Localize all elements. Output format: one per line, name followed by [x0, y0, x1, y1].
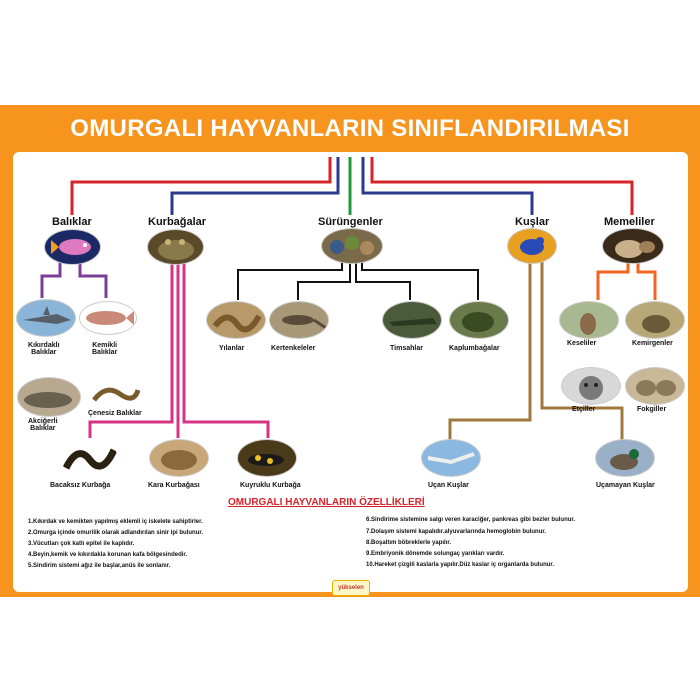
shark-photo: [17, 300, 75, 336]
feature-item: 5.Sindirim sistemi ağız ile başlar,anüs …: [28, 563, 171, 569]
turtle-photo: [450, 302, 508, 338]
lungfish-photo: [18, 378, 80, 416]
feature-item: 10.Hareket çizgili kaslarla yapılır.Düz …: [366, 562, 555, 568]
label-kertenkeleler: Kertenkeleler: [271, 345, 316, 352]
connector-bird-2: [540, 262, 624, 440]
toad-photo: [150, 440, 208, 476]
connector-fish-left: [40, 262, 62, 298]
label-kuslar: Kuşlar: [515, 216, 550, 228]
connector-rep-c: [355, 262, 411, 300]
connector-mam-2: [636, 262, 657, 300]
label-timsahlar: Timsahlar: [390, 345, 423, 352]
kangaroo-photo: [560, 302, 618, 338]
bird-photo: [508, 229, 556, 263]
label-ucan: Uçan Kuşlar: [428, 482, 469, 489]
connector-kurbagalar: [170, 157, 340, 215]
feature-item: 2.Omurga içinde omurilik olarak adlandır…: [28, 530, 204, 536]
connector-rep-a: [237, 262, 343, 300]
label-cenesiz: Çenesiz Balıklar: [88, 410, 142, 417]
label-memeliler: Memeliler: [604, 216, 655, 228]
connector-baliklar: [70, 157, 332, 215]
salamander-photo: [238, 440, 296, 476]
snake-photo: [207, 302, 265, 338]
features-title: OMURGALI HAYVANLARIN ÖZELLİKLERİ: [228, 497, 425, 508]
connector-rep-d: [361, 262, 479, 300]
reptiles-photo: [322, 229, 382, 263]
label-bacaksiz: Bacaksız Kurbağa: [50, 482, 111, 489]
connector-amph-1: [88, 262, 174, 438]
crocodile-photo: [383, 302, 441, 338]
connector-rep-b: [297, 262, 351, 300]
feature-item: 1.Kıkırdak ve kemikten yapılmış eklemli …: [28, 519, 203, 525]
feature-item: 4.Beyin,kemik ve kıkırdakla korunan kafa…: [28, 552, 188, 558]
publisher-logo: yükselen: [332, 580, 370, 596]
rodent-photo: [626, 302, 684, 338]
label-kaplumbagalar: Kaplumbağalar: [449, 345, 500, 352]
connector-amph-3: [182, 262, 270, 438]
label-etciller: Etçiller: [572, 406, 596, 413]
fish-photo: [45, 230, 100, 264]
label-ucamayan: Uçamayan Kuşlar: [596, 482, 655, 489]
label-baliklar: Balıklar: [52, 216, 92, 228]
feature-item: 8.Boşaltım böbreklerle yapılır.: [366, 540, 452, 546]
label-fokgiller: Fokgiller: [637, 406, 667, 413]
label-kara: Kara Kurbağası: [148, 482, 200, 489]
connector-fish-right: [78, 262, 108, 298]
connector-mam-1: [596, 262, 630, 300]
connector-memeliler: [370, 157, 634, 215]
seal-photo: [626, 368, 684, 404]
lamprey-photo: [90, 380, 140, 408]
label-kuyruklu: Kuyruklu Kurbağa: [240, 482, 301, 489]
label-kemirgenler: Kemirgenler: [632, 340, 673, 347]
wolf-photo: [562, 368, 620, 404]
trout-photo: [80, 302, 136, 334]
label-yilanlar: Yılanlar: [219, 345, 245, 352]
feature-item: 6.Sindirime sistemine salgı veren karaci…: [366, 517, 576, 523]
label-kurbagalar: Kurbağalar: [148, 216, 207, 228]
label-surungenler: Sürüngenler: [318, 216, 383, 228]
feature-item: 7.Dolaşım sistemi kapalıdır.alyuvarların…: [366, 529, 547, 535]
duck-photo: [596, 440, 654, 476]
mammal-photo: [603, 229, 663, 263]
lizard-photo: [270, 302, 328, 338]
caecilian-photo: [60, 440, 118, 476]
connector-kuslar: [361, 157, 534, 215]
frog-photo: [148, 230, 203, 264]
label-keseliler: Keseliler: [567, 340, 597, 347]
feature-item: 9.Embriyonik dönemde solungaç yarıkları …: [366, 551, 505, 557]
connector-bird-1: [448, 262, 532, 440]
feature-item: 3.Vücutları çok katlı epitel ile kaplıdı…: [28, 541, 135, 547]
poster-title: OMURGALI HAYVANLARIN SINIFLANDIRILMASI: [70, 115, 630, 142]
flying-bird-photo: [422, 440, 480, 476]
